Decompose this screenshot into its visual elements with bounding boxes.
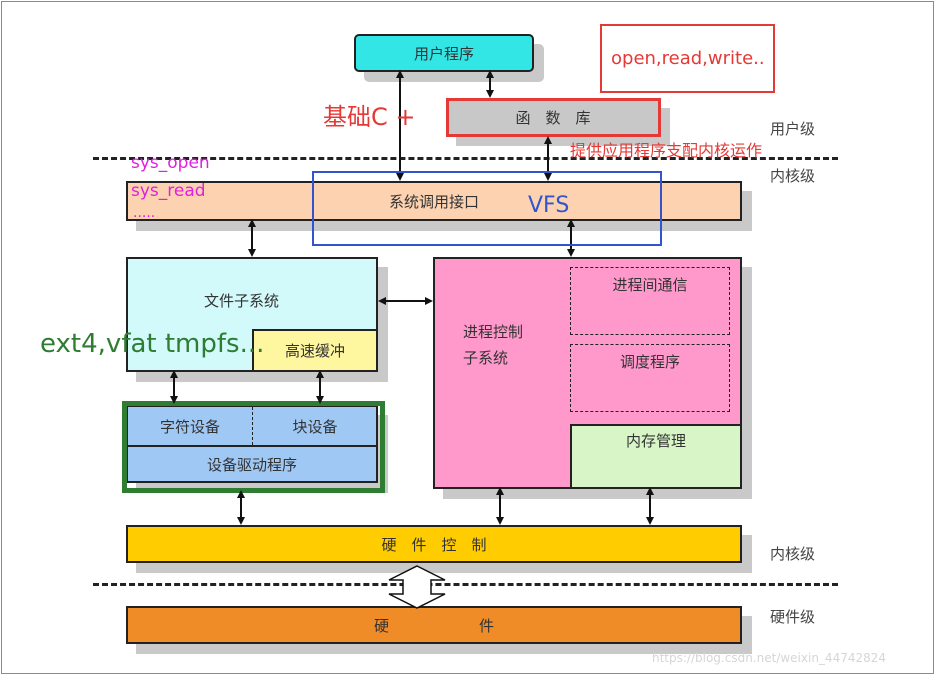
file-subsystem-label: 文件子系统 [204,292,280,310]
buffer-cache-label: 高速缓冲 [284,342,345,360]
sys-read-annotation: sys_read [131,181,206,201]
sys-open-annotation: sys_open [131,153,210,173]
memory-management-box: 内存管理 [570,424,742,489]
level-kernel-label-bottom: 内核级 [770,545,816,563]
scheduler-box: 调度程序 [570,344,730,412]
buffer-cache-box: 高速缓冲 [252,329,378,372]
user-program-label: 用户程序 [413,44,474,63]
syscall-interface-label: 系统调用接口 [388,192,479,211]
function-library-label: 函 数 库 [515,108,591,127]
device-driver-box: 设备驱动程序 [128,447,376,481]
user-program-box: 用户程序 [354,34,534,72]
process-control-label: 进程控制 子系统 [463,323,524,367]
open-read-write-annotation-box [600,24,775,93]
vfs-annotation-box [312,171,662,246]
scheduler-label: 调度程序 [619,353,680,371]
hardware-control-label: 硬 件 控 制 [381,535,487,554]
block-device-label: 块设备 [292,417,338,436]
provide-app-annotation: 提供应用程序支配内核运作 [570,141,763,160]
hardware-box: 硬 件 [126,606,742,644]
level-hardware-label: 硬件级 [770,608,816,626]
device-divider [252,407,253,445]
kernel-hardware-separator [93,583,838,586]
level-kernel-label-top: 内核级 [770,167,816,185]
watermark: https://blog.csdn.net/weixin_44742824 [652,651,887,665]
ipc-label: 进程间通信 [612,276,688,294]
function-library-highlight [446,98,661,137]
device-group-highlight [122,401,385,493]
function-library-box: 函 数 库 [446,98,660,136]
user-kernel-separator [93,157,838,160]
char-device-box: 字符设备 [128,407,252,445]
base-c-annotation: 基础C + [323,103,416,131]
hardware-label: 硬 件 [373,616,494,635]
open-read-write-annotation: open,read,write.. [611,48,765,69]
sys-more-annotation: ..... [133,205,156,221]
memory-management-label: 内存管理 [625,432,686,450]
block-device-box: 块设备 [253,407,377,445]
device-separator-line [126,445,378,447]
level-user-label: 用户级 [770,120,816,138]
fs-types-annotation: ext4,vfat tmpfs... [40,329,265,359]
hardware-control-box: 硬 件 控 制 [126,525,742,563]
ipc-box: 进程间通信 [570,267,730,335]
char-device-label: 字符设备 [159,417,220,436]
hollow-double-arrow [388,565,446,609]
syscall-interface-box: 系统调用接口 [126,181,742,221]
device-driver-label: 设备驱动程序 [206,455,297,474]
vfs-annotation: VFS [528,193,570,218]
